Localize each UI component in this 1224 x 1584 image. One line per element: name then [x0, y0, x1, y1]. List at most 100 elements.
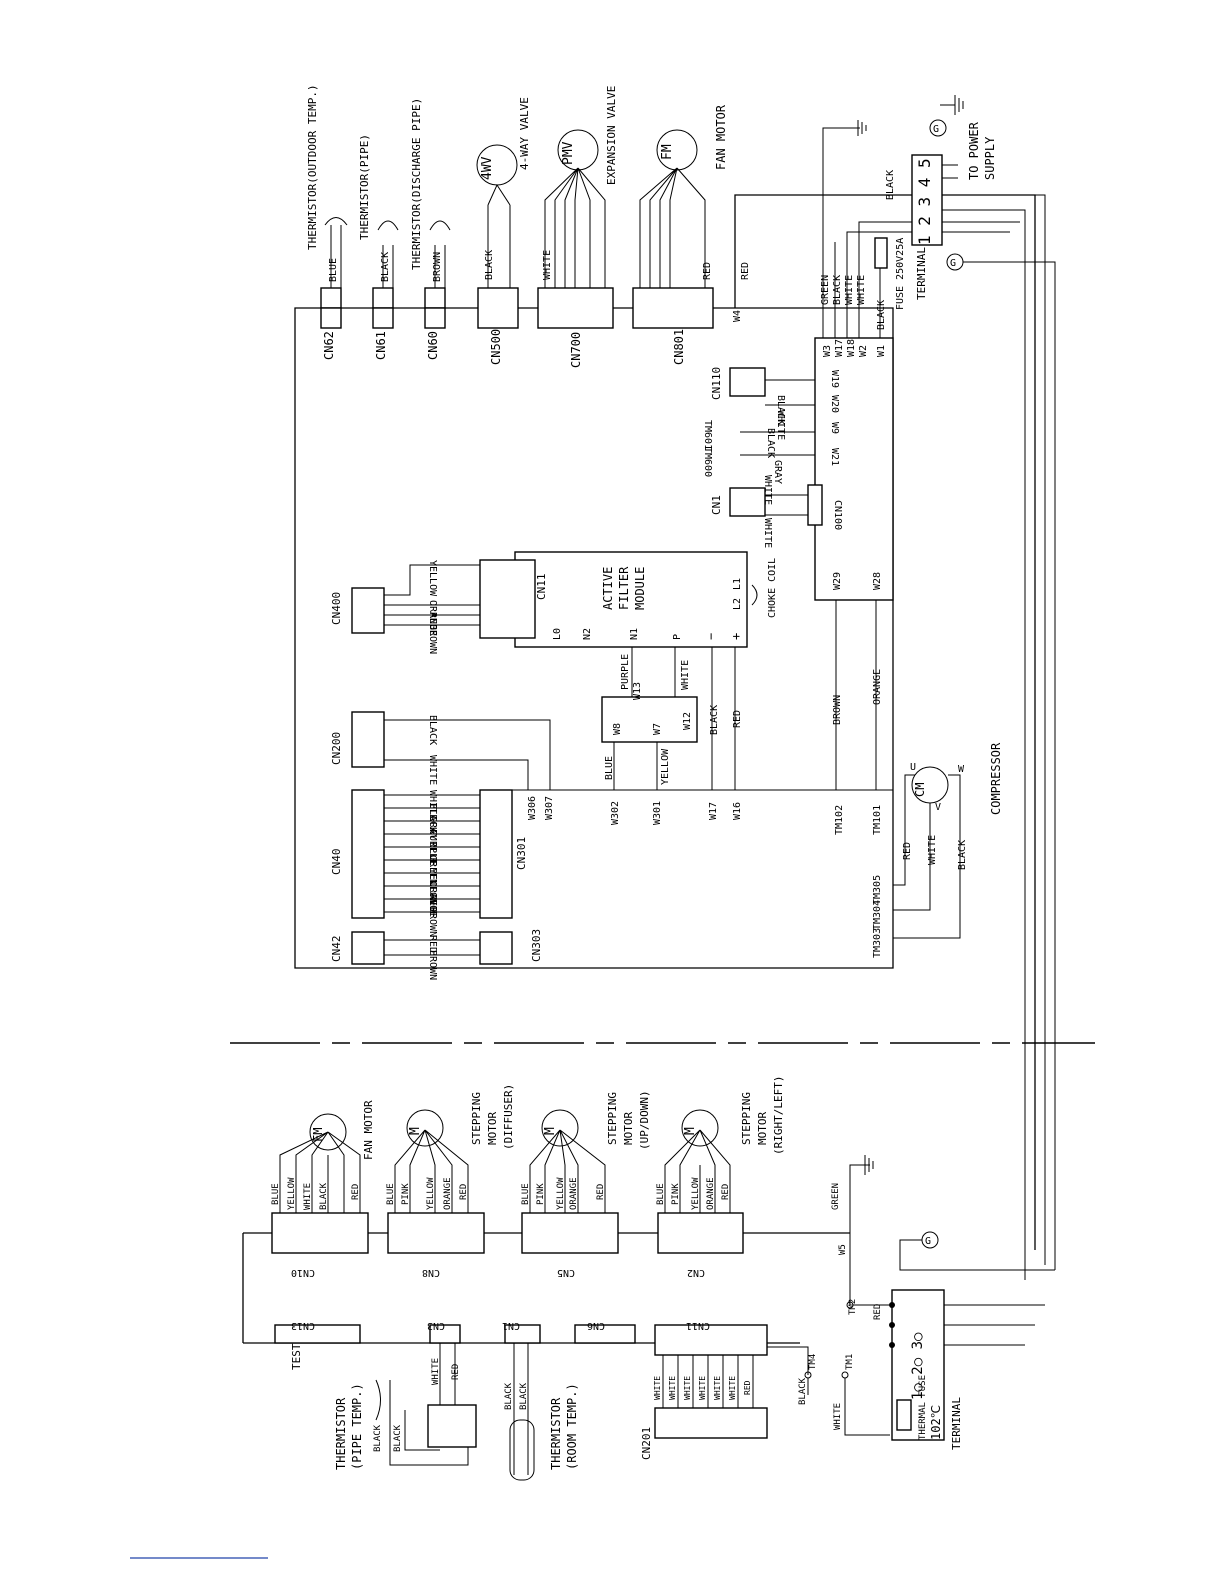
svg-text:W4: W4 — [732, 310, 743, 322]
svg-text:BLUE: BLUE — [271, 1183, 281, 1205]
svg-text:FAN MOTOR: FAN MOTOR — [362, 1100, 375, 1160]
svg-text:CN700: CN700 — [569, 332, 583, 368]
svg-text:CN100: CN100 — [832, 500, 843, 530]
cn700-connector: CN700 WHITE — [537, 167, 614, 368]
svg-text:RED: RED — [451, 1364, 461, 1380]
svg-text:N2: N2 — [582, 628, 593, 640]
svg-text:CN40: CN40 — [330, 849, 343, 876]
svg-text:FILTER: FILTER — [617, 566, 631, 610]
svg-text:WHITE: WHITE — [303, 1183, 313, 1210]
svg-text:ORANGE: ORANGE — [427, 881, 438, 917]
svg-text:W301: W301 — [652, 801, 663, 825]
svg-text:RED: RED — [427, 612, 438, 630]
stepping-motor-right-left: M STEPPING MOTOR (RIGHT/LEFT) — [681, 1076, 785, 1155]
outdoor-terminal-block: 1 2 3 4 5 TERMINAL TO POWER SUPPLY BLACK — [885, 121, 1046, 1280]
svg-text:CN500: CN500 — [489, 329, 503, 365]
svg-text:RED: RED — [873, 1304, 883, 1320]
svg-text:CN3: CN3 — [427, 1320, 445, 1331]
svg-text:CN60: CN60 — [426, 331, 440, 360]
svg-text:TM102: TM102 — [834, 805, 845, 835]
svg-text:WHITE: WHITE — [427, 755, 438, 785]
cn500-connector: CN500 BLACK — [477, 205, 519, 365]
svg-text:W19: W19 — [829, 370, 840, 388]
svg-text:BLACK: BLACK — [957, 840, 968, 870]
indoor-terminal-wires: TM4 TM1 TM2 BLACK WHITE RED — [798, 1299, 890, 1436]
svg-text:+: + — [729, 633, 743, 640]
svg-text:BROWN: BROWN — [427, 624, 438, 654]
svg-text:M: M — [683, 1127, 698, 1135]
svg-text:WHITE: WHITE — [762, 475, 773, 505]
svg-text:RED: RED — [702, 262, 713, 280]
cn62-connector: CN62 BLUE — [320, 245, 342, 360]
svg-text:W2: W2 — [858, 345, 869, 357]
svg-text:BLACK: BLACK — [373, 1424, 383, 1452]
svg-text:TM303: TM303 — [872, 928, 883, 958]
svg-text:CN8: CN8 — [422, 1267, 440, 1278]
svg-text:BLACK: BLACK — [319, 1182, 329, 1210]
svg-text:CN10: CN10 — [291, 1267, 315, 1278]
svg-text:WHITE: WHITE — [653, 1376, 662, 1400]
svg-text:RED: RED — [740, 262, 751, 280]
compressor: CM COMPRESSOR U V W RED WHITE BLACK TM30… — [872, 742, 1003, 958]
svg-text:G: G — [925, 1236, 931, 1247]
svg-text:BLACK: BLACK — [504, 1382, 514, 1410]
svg-text:W307: W307 — [544, 796, 555, 820]
svg-text:CM: CM — [913, 783, 927, 797]
svg-text:RED: RED — [351, 1184, 361, 1200]
svg-text:TERMINAL: TERMINAL — [915, 247, 928, 300]
svg-text:BLACK: BLACK — [380, 252, 391, 282]
svg-text:THERMISTOR(PIPE): THERMISTOR(PIPE) — [358, 134, 371, 240]
svg-text:THERMISTOR: THERMISTOR — [549, 1397, 563, 1470]
svg-text:CN201: CN201 — [640, 1427, 653, 1460]
cn42-connector: CN42 RED BROWN — [330, 931, 480, 980]
expansion-valve: PMV EXPANSION VALVE — [557, 86, 618, 185]
svg-text:PINK: PINK — [536, 1183, 546, 1205]
svg-text:TERMINAL: TERMINAL — [950, 1397, 963, 1450]
svg-text:MOTOR: MOTOR — [486, 1112, 499, 1145]
svg-text:RED: RED — [596, 1184, 606, 1200]
svg-text:CN2: CN2 — [687, 1267, 705, 1278]
svg-text:YELLOW: YELLOW — [556, 1177, 566, 1210]
thermistor-pipe: THERMISTOR(PIPE) — [358, 134, 399, 240]
svg-text:WHITE: WHITE — [698, 1376, 707, 1400]
indoor-cn3-connector: CN3 WHITE RED BLACK BLACK THERMISTOR (PI… — [334, 1320, 477, 1470]
svg-text:BLUE: BLUE — [386, 1183, 396, 1205]
svg-text:CN801: CN801 — [672, 329, 686, 365]
svg-text:L0: L0 — [552, 628, 563, 640]
indoor-cn2-connector: CN2 BLUE PINK YELLOW ORANGE RED — [656, 1129, 744, 1278]
svg-text:W302: W302 — [610, 801, 621, 825]
svg-text:(PIPE TEMP.): (PIPE TEMP.) — [350, 1383, 364, 1470]
svg-text:RED: RED — [721, 1184, 731, 1200]
svg-text:MODULE: MODULE — [633, 567, 647, 610]
dc-bus-wires: BLACK RED BROWN ORANGE — [709, 600, 883, 790]
svg-text:CN200: CN200 — [330, 732, 343, 765]
cn60-connector: CN60 BROWN — [424, 245, 446, 360]
svg-text:FAN MOTOR: FAN MOTOR — [714, 104, 728, 170]
svg-text:M: M — [408, 1127, 423, 1135]
svg-text:U: U — [910, 762, 916, 773]
svg-text:CN1: CN1 — [710, 495, 723, 515]
svg-text:WHITE: WHITE — [680, 660, 691, 690]
svg-text:MOTOR: MOTOR — [622, 1112, 635, 1145]
svg-text:GRAY: GRAY — [772, 460, 783, 484]
svg-text:(DIFFUSER): (DIFFUSER) — [502, 1084, 515, 1150]
svg-text:1 2 3 4 5: 1 2 3 4 5 — [915, 158, 934, 245]
svg-text:1○ 2○ 3○: 1○ 2○ 3○ — [910, 1332, 926, 1400]
svg-text:W8: W8 — [612, 723, 623, 735]
svg-text:SUPPLY: SUPPLY — [983, 136, 997, 180]
svg-text:CN1: CN1 — [502, 1320, 520, 1331]
indoor-cn10-connector: CN10 BLUE YELLOW WHITE BLACK RED — [271, 1131, 369, 1278]
svg-text:(RIGHT/LEFT): (RIGHT/LEFT) — [772, 1076, 785, 1155]
svg-text:W17: W17 — [708, 802, 719, 820]
svg-text:BLACK: BLACK — [885, 170, 896, 200]
svg-text:W17: W17 — [834, 339, 845, 357]
cn301-connector: CN301 W306 W307 W302 W301 W17 W16 TM102 … — [479, 789, 893, 919]
svg-text:MOTOR: MOTOR — [756, 1112, 769, 1145]
svg-text:W5: W5 — [838, 1244, 848, 1255]
svg-text:BROWN: BROWN — [832, 695, 843, 725]
svg-text:W12: W12 — [682, 712, 693, 730]
svg-text:BLUE: BLUE — [427, 842, 438, 866]
svg-text:WHITE: WHITE — [427, 790, 438, 820]
stepping-motor-up-down: M STEPPING MOTOR (UP/DOWN) — [541, 1090, 651, 1150]
